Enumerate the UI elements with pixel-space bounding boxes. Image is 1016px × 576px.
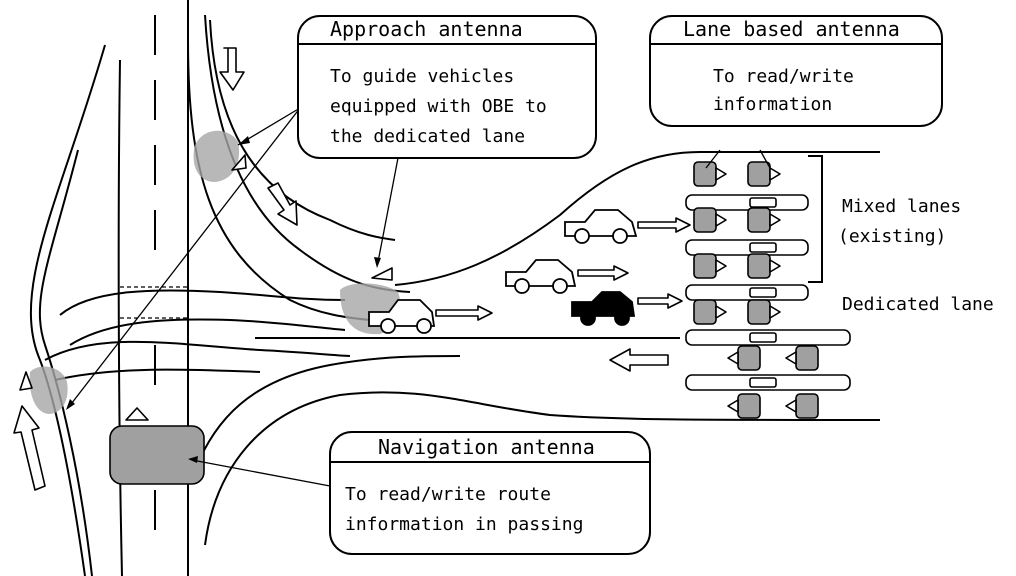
approach-antenna-desc-line-3: the dedicated lane (330, 126, 525, 147)
main-road (29, 0, 189, 576)
ramps (44, 14, 881, 546)
approach-antenna-desc-line-2: equipped with OBE to (330, 96, 547, 117)
traffic-arrows (13, 47, 669, 491)
arrow-left-exit (609, 348, 669, 372)
exit-zone-left (29, 366, 68, 414)
lane-antenna-row-4 (693, 299, 781, 325)
lane-antenna-row-1 (693, 161, 781, 187)
navigation-antenna-title: Navigation antenna (378, 435, 595, 459)
triangle-marker-middle (371, 267, 393, 281)
lane-antenna-callout: Lane based antenna To read/write informa… (649, 15, 943, 127)
mixed-lanes-sublabel: (existing) (838, 226, 946, 247)
arrow-up-left (13, 405, 46, 491)
dedicated-lane-label: Dedicated lane (842, 294, 994, 315)
lane-antenna-row-2 (693, 207, 781, 233)
approach-antenna-desc-line-1: To guide vehicles (330, 66, 514, 87)
lane-antennas (693, 161, 819, 419)
lane-antenna-desc-line-1: To read/write (713, 66, 854, 87)
vehicle-4-obe (368, 299, 493, 334)
arrow-down-top (219, 47, 245, 91)
triangle-marker-nav (125, 407, 149, 421)
vehicle-3-obe (571, 291, 683, 326)
navigation-antenna-desc-line-1: To read/write route (345, 484, 551, 505)
antenna-markers (19, 154, 393, 421)
lane-antenna-title: Lane based antenna (683, 17, 900, 41)
approach-antenna-callout: Approach antenna To guide vehicles equip… (297, 15, 597, 159)
vehicle-2 (505, 259, 629, 294)
approach-zone-top (193, 130, 240, 182)
antenna-zones (29, 130, 401, 414)
vehicle-1 (564, 209, 691, 244)
lane-antenna-row-3 (693, 253, 781, 279)
lane-antenna-desc-line-2: information (713, 94, 832, 115)
arrow-down-right-ramp (267, 182, 298, 226)
approach-antenna-title: Approach antenna (330, 17, 523, 41)
navigation-antenna-gantry (109, 425, 205, 485)
leader-lines (66, 107, 771, 487)
navigation-antenna-callout: Navigation antenna To read/write route i… (329, 431, 651, 555)
toll-islands (685, 194, 851, 391)
lane-antenna-row-6 (727, 393, 819, 419)
lane-antenna-row-5 (727, 345, 819, 371)
mixed-lanes-label: Mixed lanes (842, 196, 961, 217)
mixed-lanes-bracket (808, 155, 823, 283)
navigation-antenna-desc-line-2: information in passing (345, 514, 583, 535)
triangle-marker-left (19, 371, 33, 391)
triangle-marker-top (231, 154, 247, 171)
